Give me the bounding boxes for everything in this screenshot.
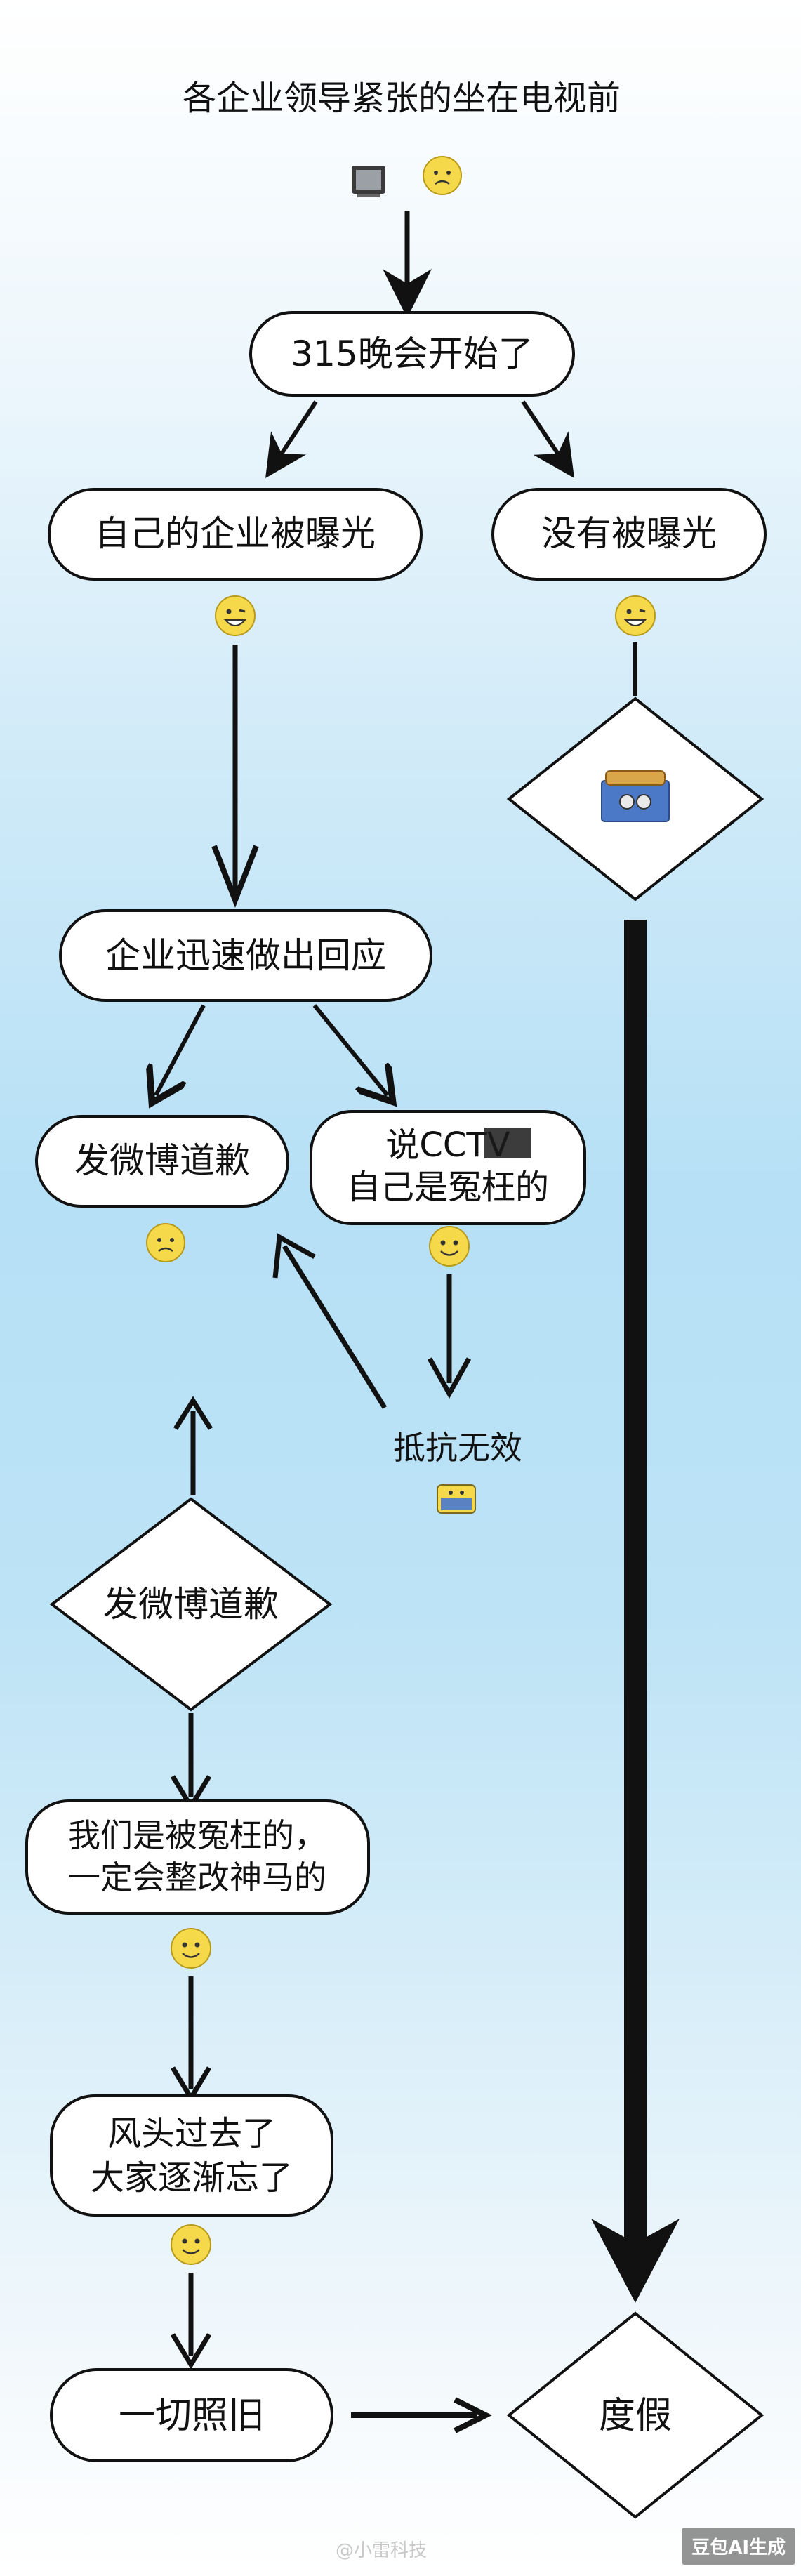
worried-face-icon [146,1223,185,1262]
svg-text:自己的企业被曝光: 自己的企业被曝光 [95,513,376,554]
node-not-exposed: 没有被曝光 [491,488,767,581]
node-exposed: 自己的企业被曝光 [48,488,423,581]
svg-text:一切照旧: 一切照旧 [119,2395,265,2437]
svg-text:315晚会开始了: 315晚会开始了 [291,333,533,374]
ai-generated-watermark: 豆包AI生成 [682,2528,795,2565]
node-respond: 企业迅速做出回应 [59,909,432,1002]
page-title: 各企业领导紧张的坐在电视前 [183,79,621,118]
node-apologize: 发微博道歉 [35,1115,289,1208]
svg-text:发微博道歉: 发微博道歉 [74,1140,250,1181]
diamond-vacation: 度假 [506,2311,764,2519]
censor-block-icon [484,1128,531,1158]
svg-text:风头过去了: 风头过去了 [107,2114,276,2153]
svg-text:发微博道歉: 发微博道歉 [103,1584,279,1625]
svg-text:大家逐渐忘了: 大家逐渐忘了 [91,2158,293,2198]
smile-face-icon [171,1928,211,1969]
svg-text:度假: 度假 [599,2395,672,2437]
svg-text:我们是被冤枉的，: 我们是被冤枉的， [68,1816,326,1854]
grin-face-icon [215,595,256,636]
node-show-started: 315晚会开始了 [249,311,575,397]
svg-text:一定会整改神马的: 一定会整改神马的 [68,1858,326,1896]
diamond-apologize: 发微博道歉 [49,1497,333,1712]
worried-face-icon [423,156,462,195]
node-we-were-wronged: 我们是被冤枉的， 一定会整改神马的 [25,1799,370,1915]
node-claim-wronged: 说CCTV 自己是冤枉的 [310,1110,586,1225]
tv-icon [352,166,385,197]
grin-face-icon [615,595,656,636]
svg-text:自己是冤枉的: 自己是冤枉的 [347,1168,549,1207]
svg-text:没有被曝光: 没有被曝光 [541,513,717,554]
smile-face-icon [429,1226,470,1267]
node-blown-over: 风头过去了 大家逐渐忘了 [50,2094,333,2217]
node-business-as-usual: 一切照旧 [50,2368,333,2462]
svg-text:企业迅速做出回应: 企业迅速做出回应 [105,935,386,976]
smile-face-icon [171,2224,211,2265]
moneybag-icon [601,770,670,822]
resist-label: 抵抗无效 [393,1429,522,1467]
frown-face-icon [437,1484,476,1514]
weibo-watermark: @小雷科技 [336,2540,428,2561]
